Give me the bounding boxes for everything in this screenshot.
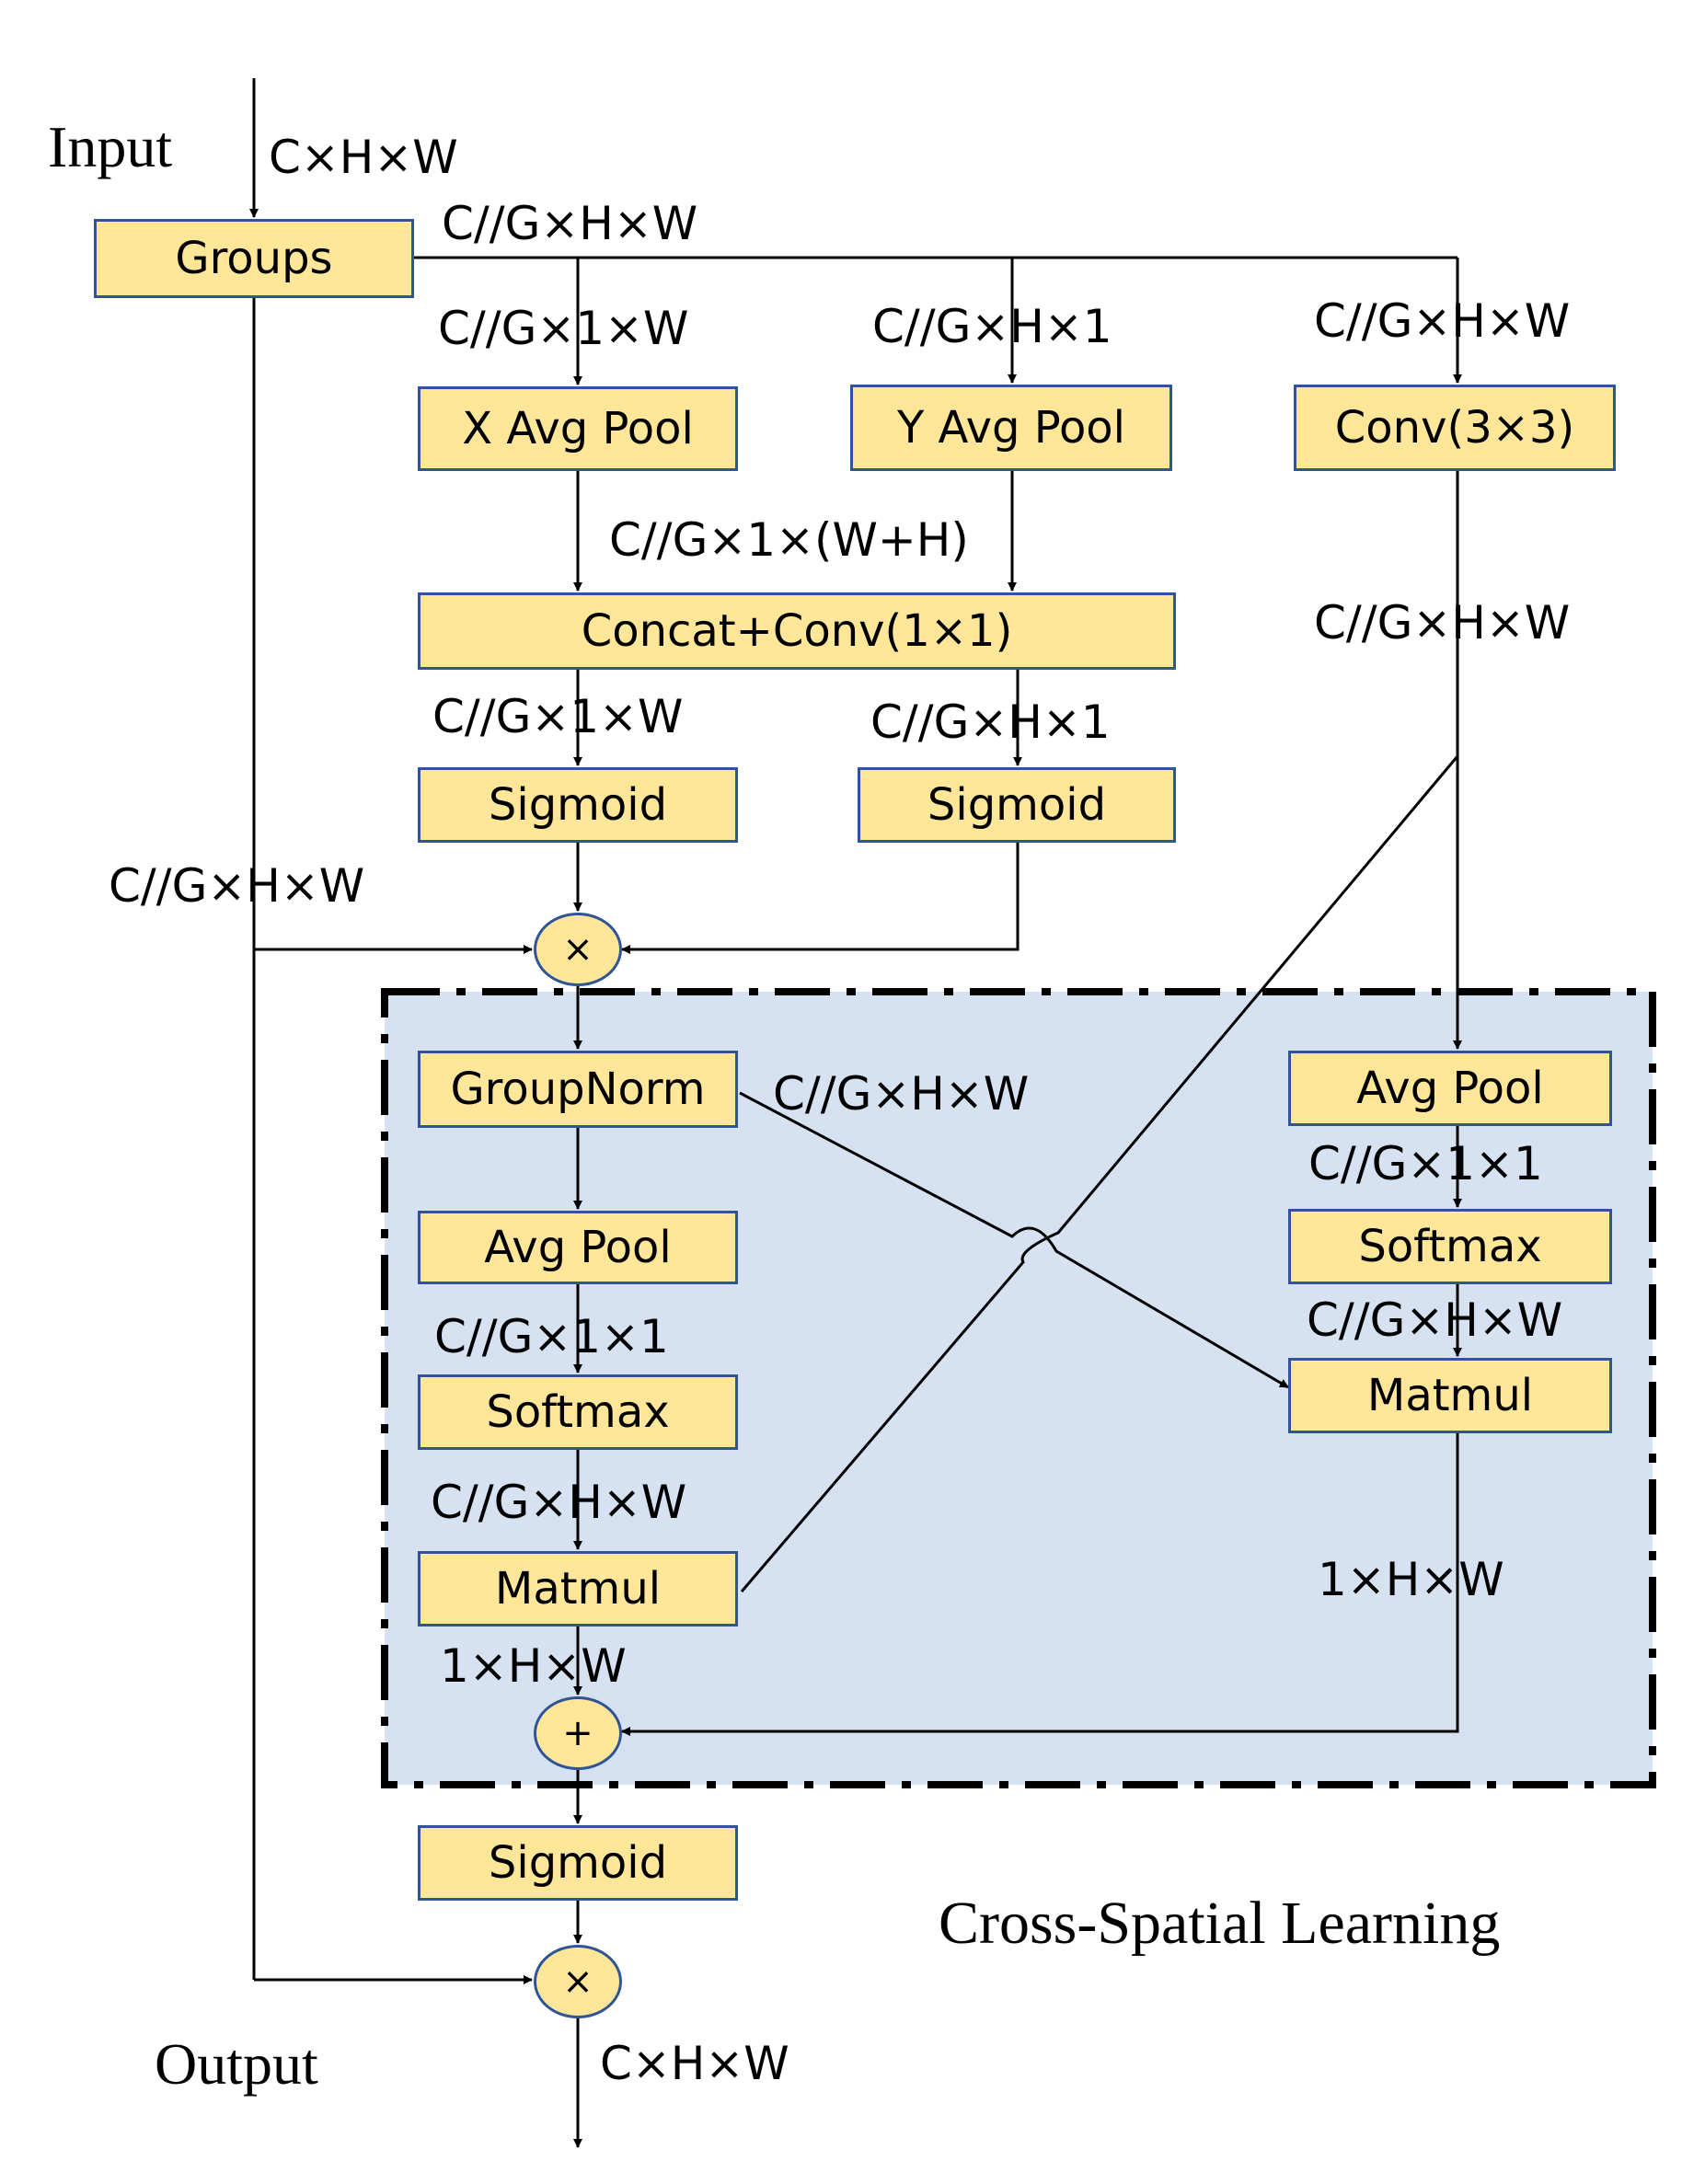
y-avg-pool-box: Y Avg Pool	[850, 385, 1172, 471]
shape-y-pool-in: C//G×H×1	[872, 300, 1112, 353]
groupnorm-box: GroupNorm	[418, 1051, 738, 1128]
shape-groups-out: C//G×H×W	[442, 197, 698, 250]
edge-conv-cross-matmul-left	[740, 755, 1459, 1592]
concat-conv-box: Concat+Conv(1×1)	[418, 592, 1176, 670]
matmul-left-box: Matmul	[418, 1551, 738, 1627]
shape-concat-in: C//G×1×(W+H)	[609, 513, 969, 567]
shape-conv-in: C//G×H×W	[1314, 294, 1571, 348]
softmax-left-box: Softmax	[418, 1374, 738, 1450]
edge-groupnorm-cross-matmul-right	[739, 1091, 1289, 1389]
shape-avg-pool-left-out: C//G×1×1	[434, 1310, 669, 1363]
edge-matmul-right-add	[621, 1433, 1459, 1736]
add-op: +	[534, 1696, 622, 1770]
output-title: Output	[155, 2031, 318, 2097]
sigmoid-bottom-box: Sigmoid	[418, 1825, 738, 1901]
shape-matmul-left-out: 1×H×W	[440, 1639, 627, 1693]
groups-box: Groups	[94, 219, 414, 298]
sigmoid-right-box: Sigmoid	[858, 767, 1176, 843]
shape-softmax-right-out: C//G×H×W	[1307, 1293, 1563, 1347]
shape-groupnorm-out: C//G×H×W	[773, 1067, 1030, 1121]
softmax-right-box: Softmax	[1288, 1209, 1612, 1284]
shape-matmul-right-out: 1×H×W	[1318, 1553, 1504, 1606]
shape-conv-out: C//G×H×W	[1314, 596, 1571, 649]
multiply-bottom-op: ×	[534, 1945, 622, 2018]
shape-skip: C//G×H×W	[109, 859, 365, 913]
shape-x-pool-in: C//G×1×W	[438, 302, 689, 355]
shape-sig-left-in: C//G×1×W	[432, 690, 684, 743]
sigmoid-left-box: Sigmoid	[418, 767, 738, 843]
shape-sig-right-in: C//G×H×1	[870, 695, 1111, 749]
x-avg-pool-box: X Avg Pool	[418, 386, 738, 471]
cross-region-border	[381, 988, 1656, 1788]
multiply-top-op: ×	[534, 913, 622, 986]
cross-spatial-learning-label: Cross-Spatial Learning	[939, 1890, 1501, 1957]
avg-pool-right-box: Avg Pool	[1288, 1051, 1612, 1126]
avg-pool-left-box: Avg Pool	[418, 1211, 738, 1284]
conv3x3-box: Conv(3×3)	[1294, 385, 1616, 471]
shape-avg-pool-right-out: C//G×1×1	[1308, 1137, 1543, 1190]
matmul-right-box: Matmul	[1288, 1358, 1612, 1433]
shape-output: C×H×W	[600, 2037, 789, 2090]
shape-input: C×H×W	[269, 131, 458, 184]
input-title: Input	[48, 114, 173, 179]
edge-sig-right-mul	[621, 843, 1020, 954]
shape-softmax-left-out: C//G×H×W	[431, 1476, 687, 1529]
